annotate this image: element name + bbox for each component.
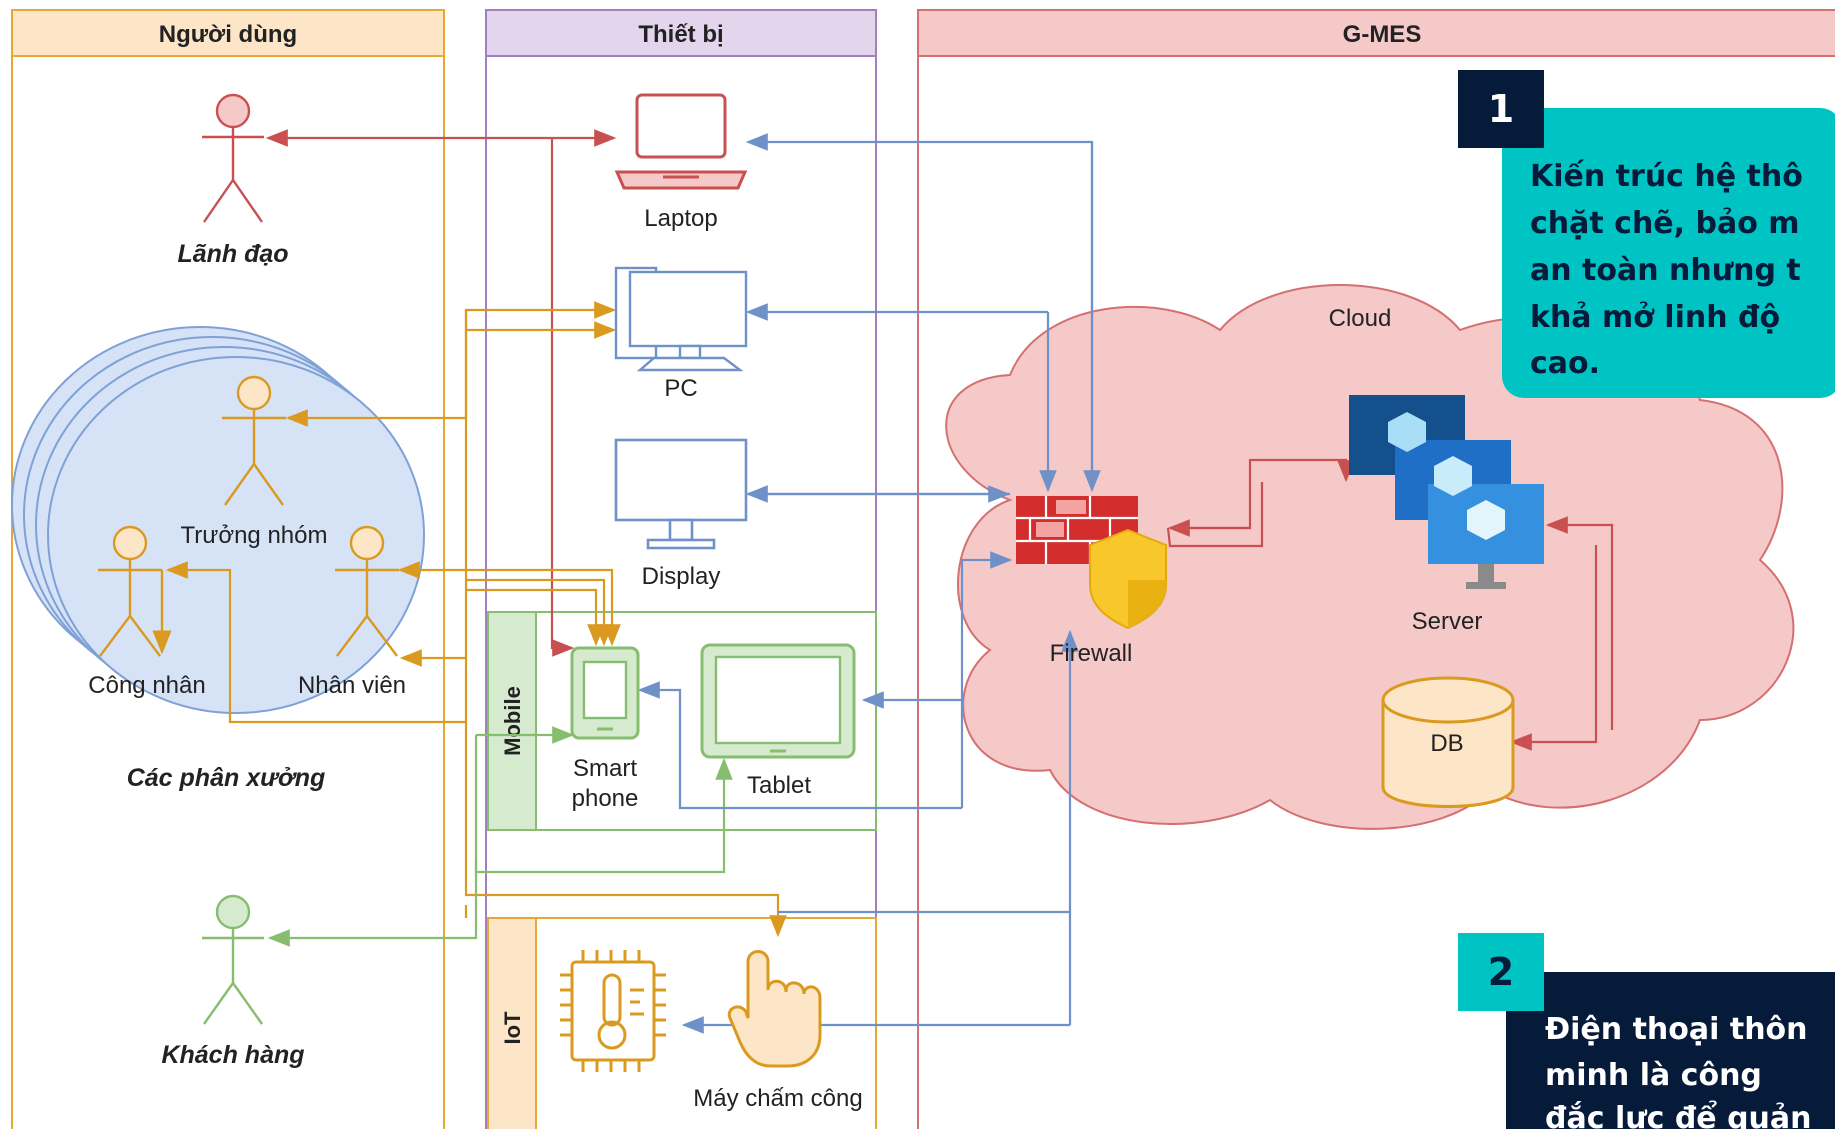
connector-phone-orange-3 — [466, 588, 605, 647]
person-icon — [215, 894, 251, 930]
connector-phone-firewall — [637, 681, 962, 810]
server-label: Server — [1412, 608, 1483, 635]
lane-devices-title: Thiết bị — [638, 21, 723, 48]
callout-2-line: đắc lực để quản — [1545, 1100, 1812, 1129]
actor-team-lead-label: Trưởng nhóm — [181, 522, 328, 549]
cube-icon — [1467, 500, 1505, 540]
callout-2-line: minh là công — [1545, 1058, 1762, 1093]
database-icon — [1381, 676, 1515, 808]
person-icon — [112, 525, 148, 561]
cube-icon — [1434, 456, 1472, 496]
callout-1-line: chặt chẽ, bảo m — [1530, 206, 1800, 241]
callout-1-line: Kiến trúc hệ thô — [1530, 159, 1803, 194]
person-icon — [236, 375, 272, 411]
person-icon — [349, 525, 385, 561]
temperature-sensor-icon — [560, 950, 666, 1072]
iot-group-label: IoT — [500, 1011, 525, 1045]
mobile-group-label: Mobile — [500, 686, 525, 756]
actor-leader-label: Lãnh đạo — [177, 240, 288, 268]
smartphone-label-line1: Smart — [573, 755, 637, 782]
connector-db-server — [1509, 545, 1598, 751]
connector-db-server-2 — [1545, 516, 1614, 730]
actor-customer-label: Khách hàng — [161, 1041, 304, 1069]
server-icon — [1349, 395, 1544, 589]
smartphone-label-line2: phone — [572, 785, 639, 812]
connector-leader-smartphone — [550, 138, 575, 657]
firewall-icon — [1016, 496, 1167, 630]
connector-phone-orange-2 — [466, 578, 613, 647]
firewall-label: Firewall — [1050, 640, 1133, 667]
actor-worker-label: Công nhân — [88, 672, 205, 699]
display-icon — [614, 438, 748, 550]
callout-1-line: cao. — [1530, 346, 1600, 381]
tablet-label: Tablet — [747, 772, 811, 799]
tablet-icon[interactable] — [700, 643, 856, 759]
actor-customer — [202, 894, 264, 1025]
actor-leader — [202, 93, 264, 223]
callout-1-number: 1 — [1488, 87, 1514, 131]
callout-2-number: 2 — [1488, 950, 1514, 994]
pc-icon — [614, 266, 748, 372]
laptop-label: Laptop — [644, 205, 717, 232]
lane-gmes-title: G-MES — [1343, 21, 1422, 48]
lane-users-title: Người dùng — [159, 21, 297, 48]
time-clock-icon[interactable] — [727, 950, 822, 1068]
display-label: Display — [642, 563, 721, 590]
laptop-icon — [614, 93, 748, 190]
callout-2: 2 Điện thoại thôn minh là công đắc lực đ… — [1458, 933, 1835, 1129]
callout-1: 1 Kiến trúc hệ thô chặt chẽ, bảo m an to… — [1458, 70, 1835, 398]
connector-customer — [267, 860, 478, 947]
time-clock-label: Máy chấm công — [693, 1085, 862, 1112]
connector-server-firewall — [1166, 482, 1264, 548]
connector-worker — [165, 561, 466, 724]
database-label: DB — [1430, 730, 1463, 757]
actor-team-lead — [222, 375, 286, 506]
connector-phone-orange-1 — [466, 568, 621, 647]
connectors — [165, 129, 1614, 1034]
workshops-label: Các phân xưởng — [127, 764, 326, 792]
cloud-label: Cloud — [1329, 305, 1392, 332]
smartphone-icon[interactable] — [570, 646, 640, 740]
connector-cloud-spine — [960, 551, 1013, 808]
connector-customer-tablet — [476, 757, 733, 874]
actor-staff — [335, 525, 399, 657]
pc-label: PC — [664, 375, 697, 402]
actor-worker — [98, 525, 172, 657]
callout-2-line: Điện thoại thôn — [1545, 1012, 1808, 1047]
callout-1-line: khả mở linh độ — [1530, 300, 1780, 335]
cube-icon — [1388, 412, 1426, 452]
actor-staff-label: Nhân viên — [298, 672, 406, 699]
connector-orange-spine — [464, 310, 787, 938]
cloud: Cloud — [945, 284, 1795, 830]
person-icon — [215, 93, 251, 129]
callout-1-line: an toàn nhưng t — [1530, 253, 1801, 288]
